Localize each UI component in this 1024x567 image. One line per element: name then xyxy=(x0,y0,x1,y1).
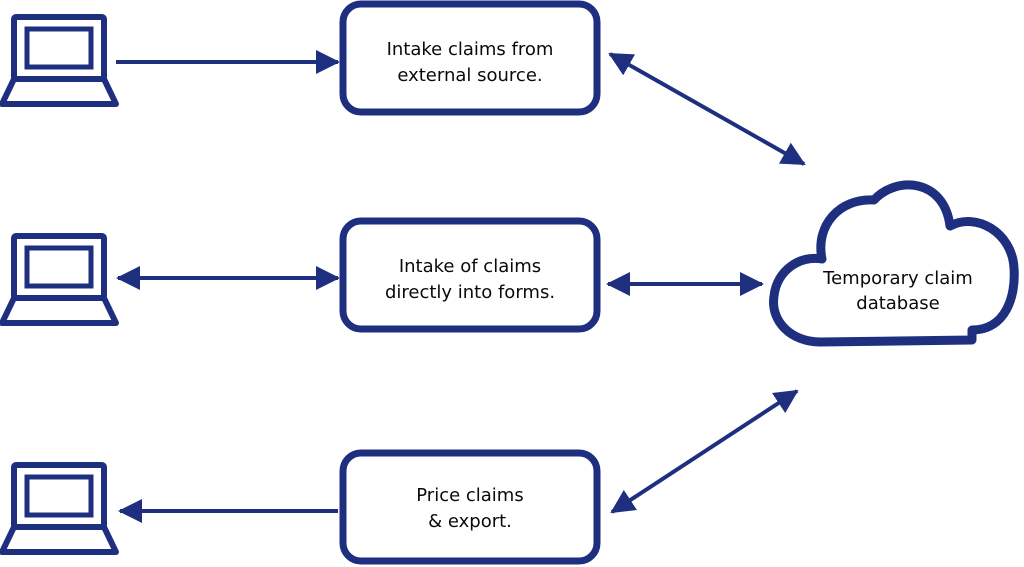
step-1-line-1: Intake claims from xyxy=(387,39,554,60)
laptop-icon xyxy=(0,462,119,555)
laptop-icon xyxy=(0,233,119,326)
step-box-intake-external: Intake claims from external source. xyxy=(339,0,601,116)
step-3-line-2: & export. xyxy=(428,511,512,532)
step-2-line-1: Intake of claims xyxy=(399,256,541,277)
step-3-line-1: Price claims xyxy=(416,485,523,506)
step-box-intake-forms: Intake of claims directly into forms. xyxy=(339,217,601,333)
arrow-step3-cloud xyxy=(610,389,799,514)
database-line-1: Temporary claim xyxy=(822,268,973,289)
laptop-icon xyxy=(0,14,119,107)
arrow-step1-cloud xyxy=(608,52,806,166)
step-1-line-2: external source. xyxy=(397,65,542,86)
step-2-line-2: directly into forms. xyxy=(385,282,555,303)
database-line-2: database xyxy=(856,293,939,314)
step-box-price-export: Price claims & export. xyxy=(339,449,601,565)
cloud-icon: Temporary claim database xyxy=(769,180,1019,347)
